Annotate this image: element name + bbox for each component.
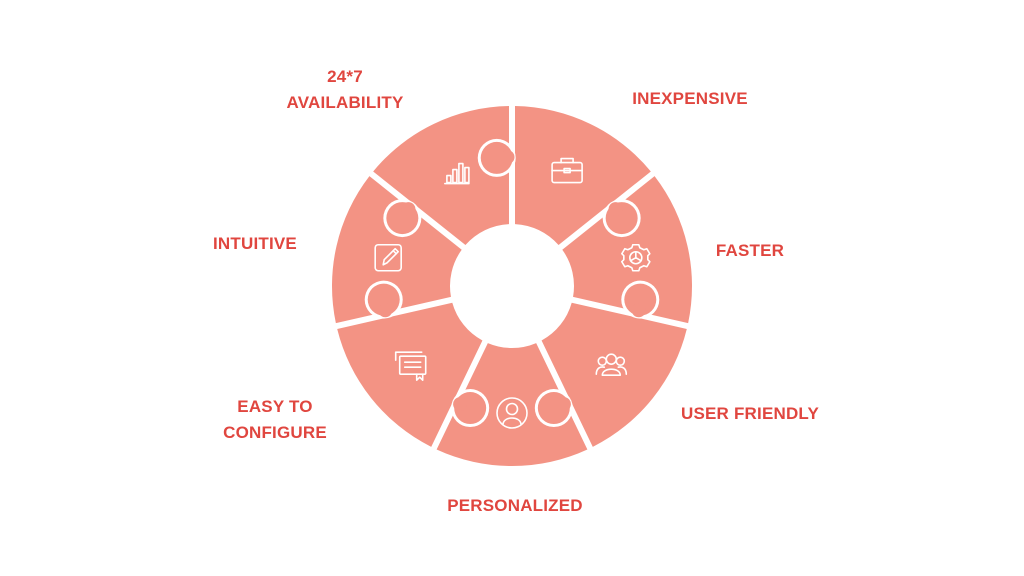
label-line: 24*7 bbox=[327, 67, 363, 86]
label-inexpensive: INEXPENSIVE bbox=[600, 86, 780, 112]
puzzle-knob-neck bbox=[401, 202, 416, 217]
label-line: FASTER bbox=[715, 241, 785, 260]
puzzle-knob-neck bbox=[500, 150, 515, 165]
puzzle-knob-neck bbox=[631, 303, 646, 318]
label-user-friendly: USER FRIENDLY bbox=[660, 401, 840, 427]
puzzle-knob-neck bbox=[608, 202, 623, 217]
puzzle-knob-neck bbox=[556, 397, 571, 412]
label-line: INTUITIVE bbox=[213, 234, 297, 253]
label-line: USER FRIENDLY bbox=[681, 404, 819, 423]
label-personalized: PERSONALIZED bbox=[425, 493, 605, 519]
label-24-7-availability: 24*7 AVAILABILITY bbox=[265, 64, 425, 116]
label-easy-to-configure: EASY TO CONFIGURE bbox=[195, 394, 355, 446]
label-line: AVAILABILITY bbox=[286, 93, 404, 112]
puzzle-knob bbox=[480, 141, 513, 174]
segment-7 bbox=[373, 106, 510, 246]
segment-1 bbox=[514, 106, 651, 246]
label-faster: FASTER bbox=[680, 238, 820, 264]
puzzle-knob-neck bbox=[453, 397, 468, 412]
label-line: EASY TO bbox=[237, 397, 313, 416]
segment-4 bbox=[436, 343, 588, 466]
puzzle-knob-neck bbox=[378, 303, 393, 318]
label-line: INEXPENSIVE bbox=[632, 89, 748, 108]
label-intuitive: INTUITIVE bbox=[190, 231, 320, 257]
label-line: PERSONALIZED bbox=[447, 496, 583, 515]
label-line: CONFIGURE bbox=[223, 423, 327, 442]
